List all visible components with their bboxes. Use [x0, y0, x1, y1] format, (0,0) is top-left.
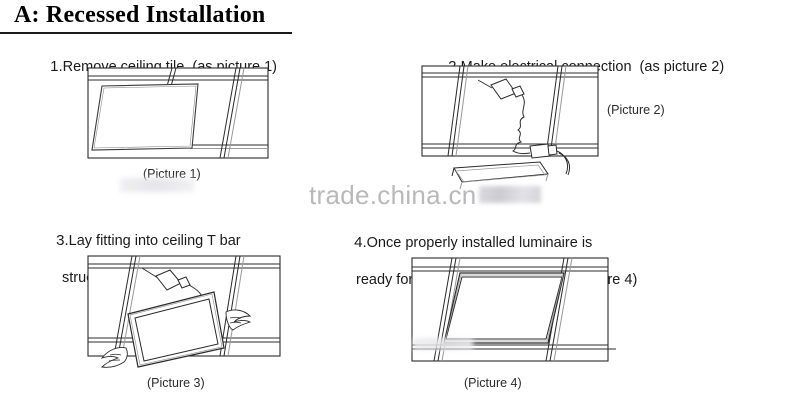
step-3-number: 3.: [56, 232, 69, 250]
figure-picture-3: [80, 250, 300, 370]
page-title: A: Recessed Installation: [14, 2, 266, 28]
figure-picture-2: [412, 58, 622, 213]
led-panel-edge-view: [451, 161, 549, 190]
connector-block: [155, 269, 191, 291]
step-3-line1: Lay fitting into ceiling T bar: [68, 233, 241, 250]
led-panel-installed: [443, 272, 565, 344]
figure-1-caption: (Picture 1): [143, 167, 201, 181]
hand-left-icon: [100, 347, 128, 368]
step-4-number: 4.: [354, 234, 367, 252]
hand-right-icon: [225, 309, 252, 331]
figure-4-caption: (Picture 4): [464, 376, 522, 390]
step-1-number: 1.: [50, 58, 63, 76]
figure-3-caption: (Picture 3): [147, 376, 205, 390]
step-4-line1: Once properly installed luminaire is: [366, 235, 593, 252]
led-panel-tilted: [127, 291, 225, 368]
figure-picture-1: [80, 60, 280, 170]
connector-block-upper: [490, 78, 525, 100]
title-divider: [0, 32, 292, 34]
figure-2-caption: (Picture 2): [607, 103, 665, 117]
figure-picture-4: [404, 250, 619, 370]
connector-block-lower: [529, 143, 558, 159]
